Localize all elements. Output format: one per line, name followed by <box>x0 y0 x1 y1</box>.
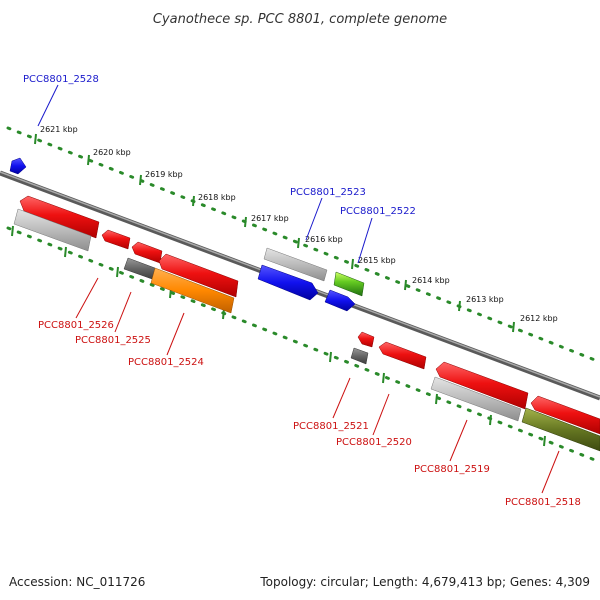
tick-label: 2620 kbp <box>93 148 131 157</box>
leader-lines-forward <box>37 84 373 264</box>
tick-label: 2613 kbp <box>466 295 504 304</box>
gene-2521[interactable] <box>357 331 375 348</box>
genome-summary-text: Topology: circular; Length: 4,679,413 bp… <box>259 575 590 589</box>
gene-2519[interactable] <box>435 361 529 410</box>
gene-labels-forward: PCC8801_2528 PCC8801_2523 PCC8801_2522 <box>23 74 416 217</box>
gene-2519-gray[interactable] <box>430 376 522 422</box>
forward-genes <box>9 157 365 312</box>
gene-2525[interactable] <box>101 229 131 250</box>
forward-major-ticks <box>34 133 515 333</box>
gene-2520[interactable] <box>378 341 427 370</box>
gene-2524[interactable] <box>158 253 239 298</box>
tick-label: 2616 kbp <box>305 235 343 244</box>
tick-label: 2619 kbp <box>145 170 183 179</box>
gene-2526-gray[interactable] <box>13 208 92 252</box>
gene-2518[interactable] <box>530 395 600 435</box>
gene-2522[interactable] <box>333 271 365 297</box>
gene-label-2528[interactable]: PCC8801_2528 <box>23 74 99 85</box>
gene-2528[interactable] <box>9 157 27 175</box>
gene-label-2526[interactable]: PCC8801_2526 <box>38 320 114 331</box>
gene-label-2523[interactable]: PCC8801_2523 <box>290 187 366 198</box>
forward-tick-track <box>6 126 600 364</box>
tick-label: 2612 kbp <box>520 314 558 323</box>
gene-label-2525[interactable]: PCC8801_2525 <box>75 335 151 346</box>
tick-label: 2618 kbp <box>198 193 236 202</box>
gene-label-2518[interactable]: PCC8801_2518 <box>505 497 581 508</box>
reverse-genes-right <box>350 331 600 452</box>
reverse-tick-track <box>6 226 600 464</box>
tick-label: 2621 kbp <box>40 125 78 134</box>
leader-lines-reverse <box>75 277 560 494</box>
gene-2524-fwd[interactable] <box>257 264 319 301</box>
tick-label: 2615 kbp <box>358 256 396 265</box>
gene-label-2522[interactable]: PCC8801_2522 <box>340 206 416 217</box>
gene-label-2521[interactable]: PCC8801_2521 <box>293 421 369 432</box>
reverse-genes-left <box>13 195 239 314</box>
gene-label-2519[interactable]: PCC8801_2519 <box>414 464 490 475</box>
gene-2521-dark[interactable] <box>350 347 369 365</box>
tick-labels: 2621 kbp 2620 kbp 2619 kbp 2618 kbp 2617… <box>40 125 558 323</box>
gene-2523[interactable] <box>263 247 328 282</box>
reverse-major-ticks <box>11 225 546 447</box>
accession-text: Accession: NC_011726 <box>9 575 145 589</box>
gene-2522-fwd[interactable] <box>324 289 356 312</box>
gene-2525-b[interactable] <box>131 241 163 264</box>
gene-2525-dark[interactable] <box>123 257 156 280</box>
gene-2524-orange[interactable] <box>150 267 235 314</box>
tick-label: 2617 kbp <box>251 214 289 223</box>
gene-2518-olive[interactable] <box>521 407 600 452</box>
gene-labels-reverse: PCC8801_2526 PCC8801_2525 PCC8801_2524 P… <box>38 320 581 508</box>
map-title: Cyanothece sp. PCC 8801, complete genome <box>153 12 447 27</box>
gene-label-2524[interactable]: PCC8801_2524 <box>128 357 204 368</box>
gene-label-2520[interactable]: PCC8801_2520 <box>336 437 412 448</box>
tick-label: 2614 kbp <box>412 276 450 285</box>
